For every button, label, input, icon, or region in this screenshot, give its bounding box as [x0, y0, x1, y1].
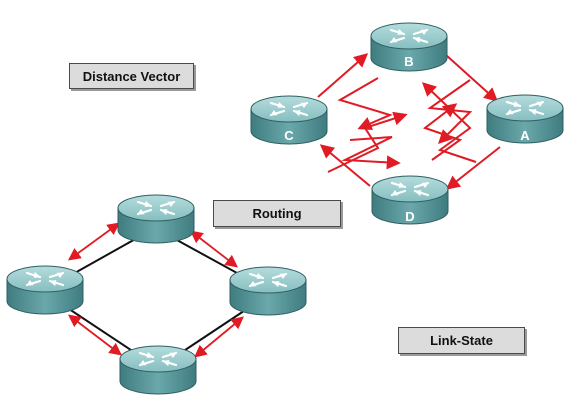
router-icon	[228, 265, 308, 317]
lightning-arrow	[427, 79, 473, 144]
distance-vector-arrows	[317, 53, 501, 190]
router-c: C	[249, 94, 329, 146]
link-state-label: Link-State	[398, 327, 525, 354]
router-label-b: B	[404, 54, 413, 69]
router-label-a: A	[520, 128, 530, 143]
double-arrow	[67, 222, 121, 261]
lightning-arrow	[421, 82, 477, 163]
routing-label: Routing	[213, 200, 341, 227]
double-arrow	[194, 316, 244, 358]
lightning-arrow	[337, 77, 393, 130]
router-label-c: C	[284, 128, 294, 143]
router-icon	[118, 344, 198, 396]
router-icon	[116, 193, 196, 245]
link-state-arrows	[67, 222, 244, 358]
router-a: A	[485, 93, 565, 145]
router-b: B	[369, 21, 449, 73]
double-arrow	[67, 314, 123, 356]
router-d: D	[370, 174, 450, 226]
double-arrow	[190, 230, 238, 268]
arrow-b-to-a	[445, 54, 499, 102]
distance-vector-label: Distance Vector	[69, 63, 194, 89]
router-icon	[5, 264, 85, 316]
arrow-a-to-d	[445, 146, 501, 190]
arrow-d-to-c	[319, 144, 371, 187]
router-label-d: D	[405, 209, 414, 224]
arrow-c-to-b	[317, 53, 369, 98]
lightning-arrow	[327, 111, 408, 173]
